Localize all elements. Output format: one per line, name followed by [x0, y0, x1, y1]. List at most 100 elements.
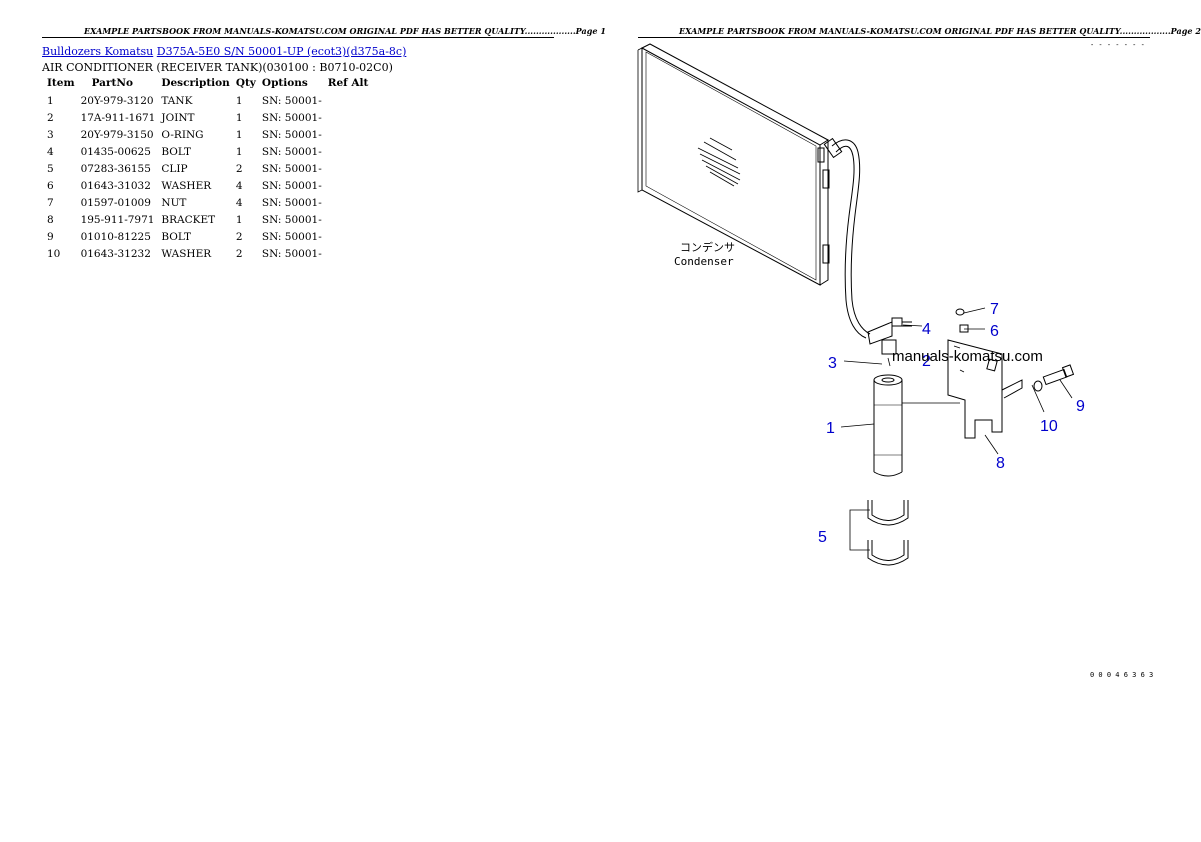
table-row: 3 20Y-979-3150 O-RING 1 SN: 50001- [44, 126, 371, 143]
cell-options: SN: 50001- [261, 111, 322, 124]
cell-refalt [325, 92, 372, 109]
cell-partno: 20Y-979-3120 [80, 94, 154, 107]
cell-refalt [325, 228, 372, 245]
page1-header: EXAMPLE PARTSBOOK FROM MANUALS-KOMATSU.C… [84, 26, 606, 36]
parts-diagram: - - - - - - - コンデンサ Condenser [637, 41, 1153, 679]
cell-description: BOLT [161, 145, 192, 158]
col-header-options: Options [261, 77, 308, 89]
breadcrumb: Bulldozers Komatsu D375A-5E0 S/N 50001-U… [42, 45, 406, 58]
callout-1: 1 [826, 420, 835, 437]
cell-qty: 1 [235, 94, 243, 107]
cell-options: SN: 50001- [261, 179, 322, 192]
cell-refalt [325, 160, 372, 177]
cell-options: SN: 50001- [261, 247, 322, 260]
cell-options: SN: 50001- [261, 145, 322, 158]
cell-refalt [325, 109, 372, 126]
callout-9: 9 [1076, 398, 1085, 415]
cell-qty: 1 [235, 213, 243, 226]
cell-description: CLIP [161, 162, 188, 175]
cell-options: SN: 50001- [261, 162, 322, 175]
page-subtitle: AIR CONDITIONER (RECEIVER TANK)(030100 :… [42, 61, 393, 74]
cell-refalt [325, 126, 372, 143]
cell-description: BOLT [161, 230, 192, 243]
condenser-label-en: Condenser [674, 255, 734, 268]
condenser-illustration [637, 43, 830, 286]
cell-description: NUT [161, 196, 187, 209]
table-row: 9 01010-81225 BOLT 2 SN: 50001- [44, 228, 371, 245]
parts-table: Item PartNo Description Qty Options Ref … [44, 76, 371, 262]
cell-description: BRACKET [161, 213, 216, 226]
cell-partno: 01643-31032 [80, 179, 151, 192]
cell-partno: 07283-36155 [80, 162, 151, 175]
cell-options: SN: 50001- [261, 230, 322, 243]
col-header-item: Item [47, 77, 75, 89]
cell-options: SN: 50001- [261, 94, 322, 107]
callout-6: 6 [990, 323, 999, 340]
cell-partno: 01010-81225 [80, 230, 151, 243]
cell-qty: 1 [235, 145, 243, 158]
callout-2: 2 [922, 353, 931, 370]
callout-4: 4 [922, 321, 931, 338]
clip-illustration [867, 500, 909, 566]
cell-options: SN: 50001- [261, 128, 322, 141]
callout-5: 5 [818, 529, 827, 546]
page1-header-rule [42, 37, 554, 38]
cell-qty: 2 [235, 247, 243, 260]
breadcrumb-link-model[interactable]: D375A-5E0 S/N 50001-UP (ecot3)(d375a-8c) [156, 45, 407, 58]
condenser-label-jp: コンデンサ [680, 240, 735, 254]
hose-illustration [823, 137, 871, 339]
cell-partno: 01435-00625 [80, 145, 151, 158]
cell-item: 6 [47, 179, 54, 192]
cell-item: 2 [47, 111, 54, 124]
callout-10: 10 [1040, 418, 1058, 435]
cell-refalt [325, 245, 372, 262]
breadcrumb-link-bulldozers[interactable]: Bulldozers Komatsu [42, 45, 154, 58]
col-header-refalt: Ref Alt [327, 77, 369, 89]
callout-leaders [840, 307, 1073, 551]
cell-qty: 4 [235, 196, 243, 209]
cell-qty: 1 [235, 128, 243, 141]
cell-item: 10 [47, 247, 61, 260]
cell-description: WASHER [161, 179, 212, 192]
cell-description: JOINT [161, 111, 195, 124]
joint-and-bolt-illustration [867, 317, 912, 367]
cell-qty: 2 [235, 162, 243, 175]
col-header-partno: PartNo [91, 77, 133, 89]
col-header-qty: Qty [235, 77, 256, 89]
cell-item: 5 [47, 162, 54, 175]
cell-options: SN: 50001- [261, 196, 322, 209]
table-row: 6 01643-31032 WASHER 4 SN: 50001- [44, 177, 371, 194]
table-row: 4 01435-00625 BOLT 1 SN: 50001- [44, 143, 371, 160]
cell-qty: 2 [235, 230, 243, 243]
callout-3: 3 [828, 355, 837, 372]
cell-qty: 1 [235, 111, 243, 124]
cell-item: 7 [47, 196, 54, 209]
cell-options: SN: 50001- [261, 213, 322, 226]
diagram-top-code: - - - - - - - [1090, 41, 1145, 49]
table-row: 5 07283-36155 CLIP 2 SN: 50001- [44, 160, 371, 177]
cell-partno: 195-911-7971 [80, 213, 155, 226]
cell-description: O-RING [161, 128, 204, 141]
cell-item: 3 [47, 128, 54, 141]
page2-header: EXAMPLE PARTSBOOK FROM MANUALS-KOMATSU.C… [679, 26, 1201, 36]
page2-header-rule [638, 37, 1150, 38]
bolt-washer-illustration [1033, 364, 1075, 392]
table-header-row: Item PartNo Description Qty Options Ref … [44, 76, 371, 92]
cell-qty: 4 [235, 179, 243, 192]
cell-refalt [325, 211, 372, 228]
watermark-text: manuals-komatsu.com [892, 348, 1043, 365]
cell-partno: 01643-31232 [80, 247, 151, 260]
cell-description: TANK [161, 94, 193, 107]
cell-refalt [325, 177, 372, 194]
callout-8: 8 [996, 455, 1005, 472]
diagram-bottom-code: 0 0 0 4 6 3 6 3 [1090, 671, 1153, 679]
cell-item: 4 [47, 145, 54, 158]
cell-refalt [325, 143, 372, 160]
cell-partno: 20Y-979-3150 [80, 128, 154, 141]
cell-item: 9 [47, 230, 54, 243]
